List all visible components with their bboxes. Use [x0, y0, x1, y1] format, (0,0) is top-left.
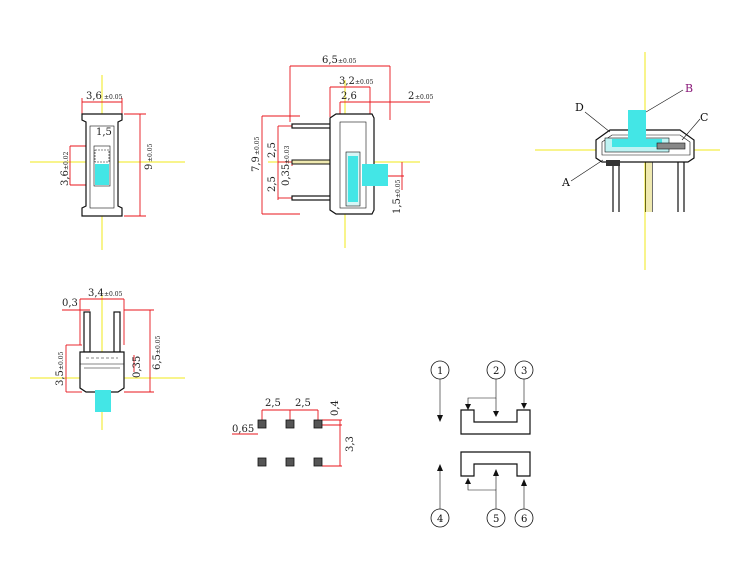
side-height-label: 7,9	[251, 156, 262, 172]
fp-row-label: 3,3	[345, 436, 356, 452]
fp-pad-3	[313, 419, 323, 429]
contact-block-upper	[460, 409, 531, 435]
pin-label-5: 5	[493, 514, 499, 525]
fp-pitch1-label: 2,5	[265, 398, 281, 409]
contact-block-lower	[460, 451, 531, 477]
fp-pad-4	[257, 457, 267, 467]
arrow-pin-3	[521, 403, 527, 409]
side-ext-label: 2	[408, 91, 414, 102]
side-body-label: 3,2	[339, 76, 355, 87]
front-knob-label: 3,6	[60, 170, 71, 186]
section-label-d: D	[575, 101, 584, 114]
fp-pad-5	[285, 457, 295, 467]
front-knob	[95, 164, 109, 185]
front-width-label: 3,6	[86, 91, 102, 102]
side-inner-label: 2,6	[341, 91, 357, 102]
front-knob-tol: ±0.02	[63, 151, 70, 170]
pin-label-2: 2	[493, 366, 499, 377]
front-view: 3,6 ±0.05 9 ±0.05 3,6 ±0.02 1,5	[30, 75, 185, 250]
front-width-tol: ±0.05	[104, 94, 123, 101]
end-pin-label: 6,5	[152, 354, 163, 370]
arrow-pin-4	[437, 464, 443, 471]
side-height-tol: ±0.05	[254, 136, 261, 155]
fp-pad-label: 0,65	[232, 424, 254, 435]
end-view: 3,4 ±0.05 0,3 3,5 ±0.05 6,5 ±0.05 0,35	[30, 288, 185, 430]
end-wall-label: 0,3	[62, 298, 78, 309]
fp-gap-label: 0,4	[330, 400, 341, 416]
front-height-tol: ±0.05	[147, 143, 154, 162]
end-body-label: 3,5	[55, 370, 66, 386]
end-pin-left	[83, 311, 91, 353]
section-contact	[656, 142, 686, 150]
side-total-tol: ±0.05	[338, 58, 357, 65]
end-body-tol: ±0.05	[58, 351, 65, 370]
fp-pad-2	[285, 419, 295, 429]
arrow-pin-6	[521, 479, 527, 486]
front-slot-label: 1,5	[96, 127, 112, 138]
section-actuator	[628, 110, 646, 142]
schematic-view: 1 2 3 4 5 6	[430, 360, 534, 528]
end-pinthk-label: 0,35	[132, 356, 143, 378]
side-knob	[362, 164, 388, 186]
footprint-view: 2,5 2,5 0,65 0,4 3,3	[232, 398, 356, 467]
end-width-tol: ±0.05	[104, 291, 123, 298]
arrow-pin-2	[493, 411, 499, 417]
fp-pad-1	[257, 419, 267, 429]
side-pin-label: 0,35	[281, 164, 292, 186]
side-knob-label: 1,5	[392, 198, 403, 214]
section-view: D B C A	[535, 52, 720, 270]
section-label-a: A	[561, 176, 571, 189]
side-pitch-lower-label: 2,5	[267, 176, 278, 192]
fp-pad-6	[313, 457, 323, 467]
fp-pitch2-label: 2,5	[295, 398, 311, 409]
pin-label-6: 6	[521, 514, 527, 525]
side-knob-tol: ±0.05	[395, 179, 402, 198]
arrow-pin-1	[437, 415, 443, 422]
side-slider	[348, 156, 358, 202]
end-pin-tol: ±0.05	[155, 335, 162, 354]
pin-label-1: 1	[437, 366, 443, 377]
end-pin-right	[113, 311, 121, 353]
front-height-label: 9	[144, 164, 155, 170]
side-pin-tol: ±0.03	[284, 145, 291, 164]
side-view: 6,5 ±0.05 3,2 ±0.05 2,6 2 ±0.05 7,9 ±0.0…	[251, 55, 434, 248]
end-width-label: 3,4	[88, 288, 104, 299]
end-knob	[95, 390, 111, 412]
arrow-pin-5	[493, 469, 499, 476]
section-label-b: B	[685, 82, 693, 95]
pin-label-3: 3	[521, 366, 527, 377]
side-ext-tol: ±0.05	[415, 94, 434, 101]
front-inner-frame	[89, 125, 115, 209]
side-pitch-upper-label: 2,5	[267, 142, 278, 158]
side-body-tol: ±0.05	[355, 79, 374, 86]
end-body-outline	[79, 351, 125, 393]
section-label-c: C	[700, 111, 708, 124]
front-slot	[93, 145, 111, 187]
side-total-label: 6,5	[322, 55, 338, 66]
pin-label-4: 4	[437, 514, 443, 525]
